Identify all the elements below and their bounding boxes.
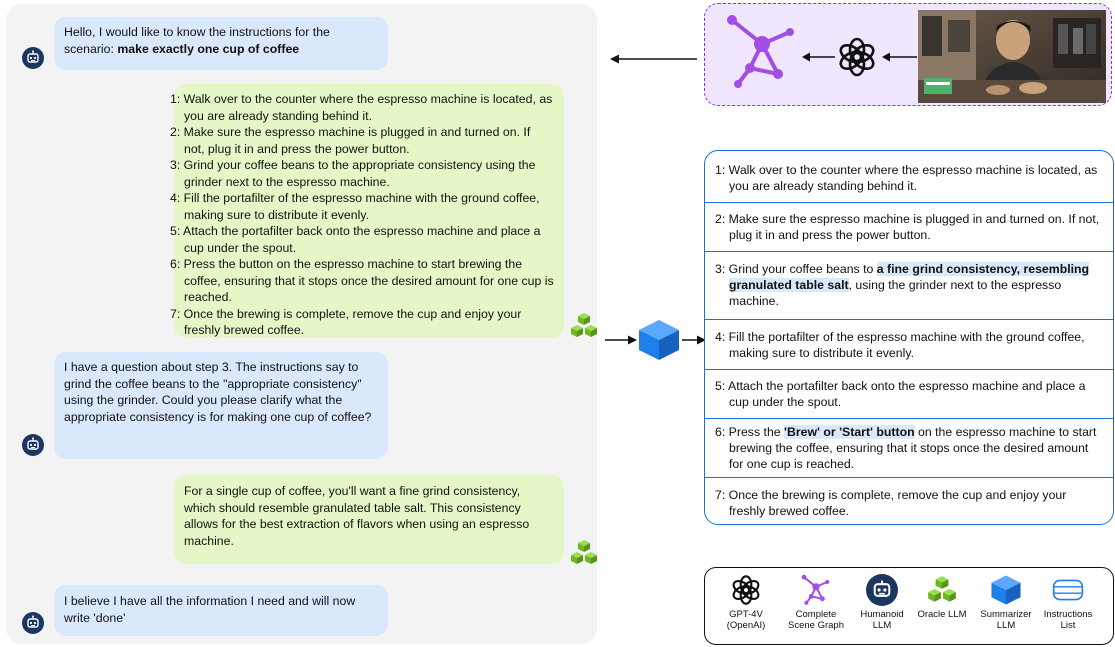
- arrow-gpt-to-graph: [802, 52, 835, 62]
- legend-item-scene-graph: Complete Scene Graph: [785, 568, 847, 631]
- arrow-video-to-gpt: [882, 52, 917, 62]
- instruction-6-prefix: 6: Press the: [715, 425, 785, 439]
- oracle-cubes-icon: [571, 540, 597, 564]
- legend-label: Oracle LLM: [917, 609, 967, 620]
- instruction-6-highlight: 'Brew' or 'Start' button: [784, 425, 915, 439]
- oracle-message-1: 1: Walk over to the counter where the es…: [170, 84, 564, 339]
- oracle-message-2-text: For a single cup of coffee, you'll want …: [184, 484, 530, 548]
- instruction-text: 5: Attach the portafilter back onto the …: [715, 379, 1086, 409]
- oracle-steps-list: 1: Walk over to the counter where the es…: [170, 91, 554, 339]
- oracle-message-2: For a single cup of coffee, you'll want …: [174, 475, 564, 564]
- openai-logo-icon: [732, 575, 760, 605]
- legend-label: Summarizer LLM: [980, 609, 1032, 631]
- legend-label: Instructions List: [1043, 609, 1093, 631]
- instruction-text: 7: Once the brewing is complete, remove …: [715, 488, 1067, 518]
- instruction-item-2: 2: Make sure the espresso machine is plu…: [705, 202, 1113, 251]
- instruction-item-1: 1: Walk over to the counter where the es…: [705, 151, 1113, 202]
- instructions-list-panel: 1: Walk over to the counter where the es…: [704, 150, 1114, 525]
- oracle-cubes-icon: [571, 313, 597, 337]
- legend-label: Complete Scene Graph: [788, 609, 844, 631]
- oracle-step: 6: Press the button on the espresso mach…: [170, 257, 554, 304]
- arrow-chat-to-summarizer: [605, 335, 637, 345]
- oracle-step: 7: Once the brewing is complete, remove …: [170, 306, 522, 338]
- oracle-step: 4: Fill the portafilter of the espresso …: [170, 191, 540, 222]
- instruction-3-suffix: , using the grinder next to the espresso…: [729, 278, 1062, 308]
- robot-avatar-icon: [22, 47, 44, 69]
- legend-item-oracle: Oracle LLM: [911, 568, 973, 620]
- oracle-step: 1: Walk over to the counter where the es…: [170, 92, 553, 123]
- instruction-item-5: 5: Attach the portafilter back onto the …: [705, 369, 1113, 418]
- scene-graph-icon: [727, 15, 794, 88]
- humanoid-message-3-text: I believe I have all the information I n…: [64, 594, 356, 625]
- summarizer-cube-icon: [639, 320, 679, 360]
- instruction-text: 4: Fill the portafilter of the espresso …: [715, 330, 1085, 360]
- legend-item-gpt: GPT-4V (OpenAI): [715, 568, 777, 631]
- instruction-item-6: 6: Press the 'Brew' or 'Start' button on…: [705, 418, 1113, 477]
- humanoid-message-2: I have a question about step 3. The inst…: [54, 352, 388, 459]
- instruction-text: 6: Press the 'Brew' or 'Start' button on…: [715, 424, 1105, 472]
- instruction-text: 1: Walk over to the counter where the es…: [715, 163, 1098, 193]
- legend-label: GPT-4V (OpenAI): [726, 609, 766, 631]
- instruction-text: 2: Make sure the espresso machine is plu…: [715, 212, 1100, 242]
- humanoid-message-1-bold: make exactly one cup of coffee: [117, 41, 300, 56]
- robot-avatar-icon: [866, 574, 898, 606]
- humanoid-message-1-text: Hello, I would like to know the instruct…: [64, 25, 330, 56]
- openai-logo-icon: [839, 37, 875, 77]
- instruction-6-suffix: on the espresso machine to start brewing…: [729, 425, 1097, 471]
- humanoid-message-3: I believe I have all the information I n…: [54, 585, 388, 636]
- oracle-step: 2: Make sure the espresso machine is plu…: [170, 125, 531, 156]
- instruction-item-3: 3: Grind your coffee beans to a fine gri…: [705, 251, 1113, 319]
- oracle-cubes-icon: [928, 576, 956, 602]
- instruction-item-4: 4: Fill the portafilter of the espresso …: [705, 319, 1113, 369]
- humanoid-message-2-text: I have a question about step 3. The inst…: [64, 360, 372, 424]
- oracle-step: 3: Grind your coffee beans to the approp…: [170, 158, 536, 189]
- instruction-item-7: 7: Once the brewing is complete, remove …: [705, 477, 1113, 524]
- legend-item-summarizer: Summarizer LLM: [975, 568, 1037, 631]
- legend-panel: GPT-4V (OpenAI) Complete Scene Graph Hum…: [704, 567, 1114, 645]
- robot-avatar-icon: [22, 434, 44, 456]
- instruction-text: 3: Grind your coffee beans to a fine gri…: [715, 261, 1105, 309]
- humanoid-message-1: Hello, I would like to know the instruct…: [54, 17, 388, 70]
- instruction-3-prefix: 3: Grind your coffee beans to: [715, 262, 877, 276]
- arrow-summarizer-to-list: [682, 335, 706, 345]
- arrow-source-to-chat: [610, 54, 697, 64]
- legend-item-instructions-list: Instructions List: [1037, 568, 1099, 631]
- legend-label: Humanoid LLM: [860, 609, 904, 631]
- legend-item-humanoid: Humanoid LLM: [851, 568, 913, 631]
- oracle-step: 5: Attach the portafilter back onto the …: [170, 224, 541, 255]
- scene-graph-icon: [801, 574, 830, 605]
- instructions-list-icon: [1052, 579, 1084, 601]
- video-frame-image: [918, 10, 1106, 103]
- summarizer-cube-icon: [991, 575, 1021, 605]
- robot-avatar-icon: [22, 612, 44, 634]
